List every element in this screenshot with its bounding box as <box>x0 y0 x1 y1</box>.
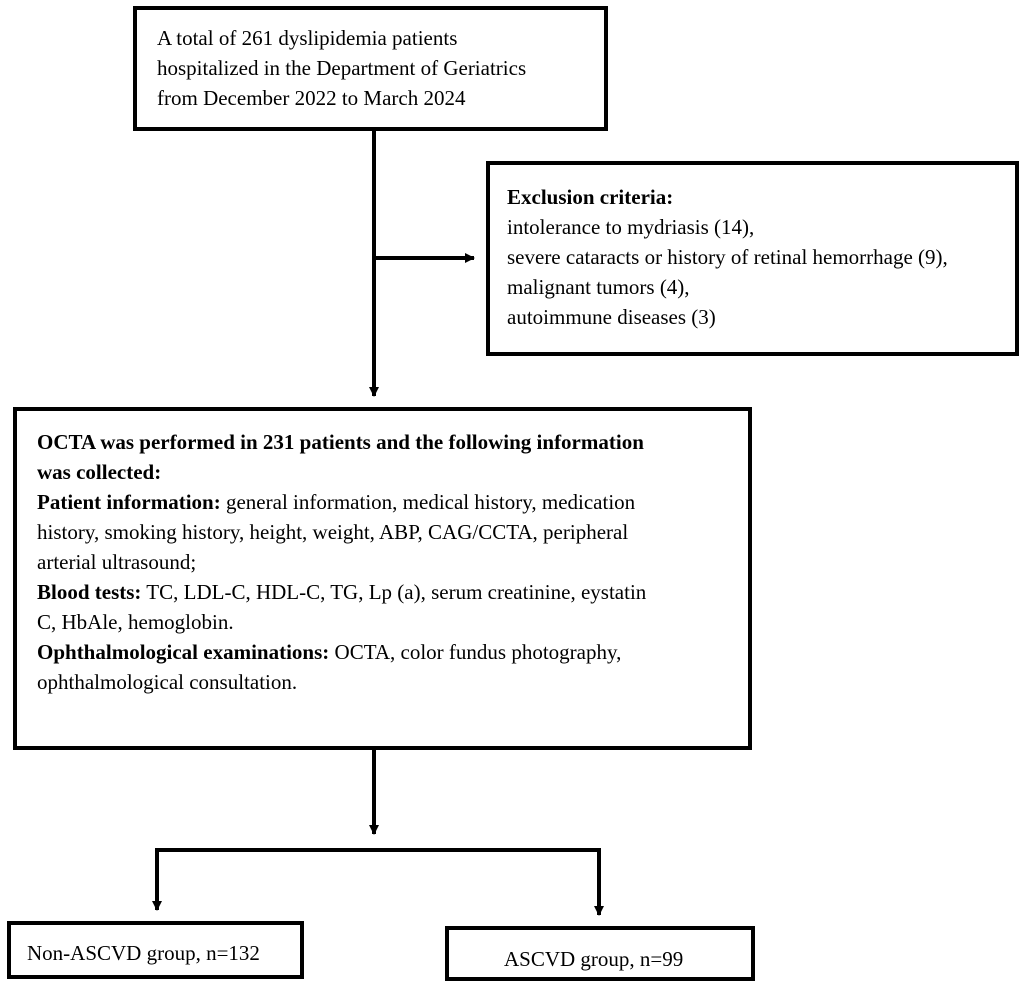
exclusion-heading: Exclusion criteria: <box>507 185 674 209</box>
ascvd-group-box: ASCVD group, n=99 <box>445 926 755 981</box>
blood-tests-text: TC, LDL-C, HDL-C, TG, Lp (a), serum crea… <box>141 580 647 604</box>
exclusion-item: intolerance to mydriasis (14), <box>507 215 755 239</box>
enrollment-box: A total of 261 dyslipidemia patients hos… <box>133 6 608 131</box>
ophthalmological-line: Ophthalmological examinations: OCTA, col… <box>37 637 748 667</box>
patient-information-text: history, smoking history, height, weight… <box>37 520 629 544</box>
ascvd-group-label: ASCVD group, n=99 <box>504 947 684 971</box>
enrollment-line: hospitalized in the Department of Geriat… <box>157 56 527 80</box>
octa-heading: OCTA was performed in 231 patients and t… <box>37 430 644 454</box>
ophthalmological-text: OCTA, color fundus photography, <box>329 640 622 664</box>
non-ascvd-group-label: Non-ASCVD group, n=132 <box>27 941 260 965</box>
enrollment-line: from December 2022 to March 2024 <box>157 86 466 110</box>
ophthalmological-label: Ophthalmological examinations: <box>37 640 330 664</box>
blood-tests-text: C, HbAle, hemoglobin. <box>37 610 234 634</box>
exclusion-item: severe cataracts or history of retinal h… <box>507 245 948 269</box>
blood-tests-line: Blood tests: TC, LDL-C, HDL-C, TG, Lp (a… <box>37 577 748 607</box>
patient-information-label: Patient information: <box>37 490 221 514</box>
exclusion-item: autoimmune diseases (3) <box>507 305 716 329</box>
patient-information-text: arterial ultrasound; <box>37 550 197 574</box>
enrollment-line: A total of 261 dyslipidemia patients <box>157 26 458 50</box>
patient-information-line: Patient information: general information… <box>37 487 748 517</box>
octa-heading: was collected: <box>37 460 162 484</box>
patient-information-text: general information, medical history, me… <box>220 490 636 514</box>
ophthalmological-text: ophthalmological consultation. <box>37 670 298 694</box>
non-ascvd-group-box: Non-ASCVD group, n=132 <box>7 921 304 979</box>
octa-collection-box: OCTA was performed in 231 patients and t… <box>13 407 752 750</box>
exclusion-item: malignant tumors (4), <box>507 275 690 299</box>
exclusion-criteria-box: Exclusion criteria: intolerance to mydri… <box>486 161 1019 356</box>
blood-tests-label: Blood tests: <box>37 580 142 604</box>
